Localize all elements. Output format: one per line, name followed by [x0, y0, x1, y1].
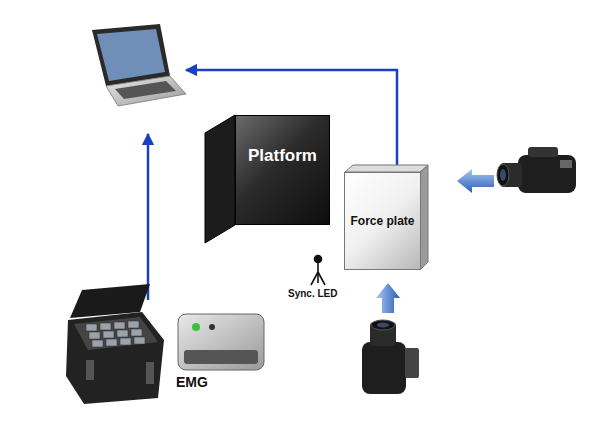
device-label: Sync. LED	[288, 288, 337, 299]
platform-sides	[205, 115, 330, 243]
video-camera	[362, 320, 419, 394]
video-camera	[497, 147, 576, 193]
node-title: Platform	[248, 146, 317, 166]
sync-led-tripod	[311, 256, 325, 286]
force-plate-sides	[345, 165, 428, 270]
device-label: EMG	[176, 374, 208, 390]
laptop-icon	[92, 24, 186, 106]
force-plate-box: Force plate	[344, 172, 421, 270]
camera-arrow	[376, 283, 400, 313]
platform-box: Platform	[235, 115, 330, 225]
emg-device	[178, 314, 264, 370]
node-title: Force plate	[350, 214, 414, 228]
camera-arrow	[457, 169, 494, 193]
emg-case	[66, 284, 164, 404]
